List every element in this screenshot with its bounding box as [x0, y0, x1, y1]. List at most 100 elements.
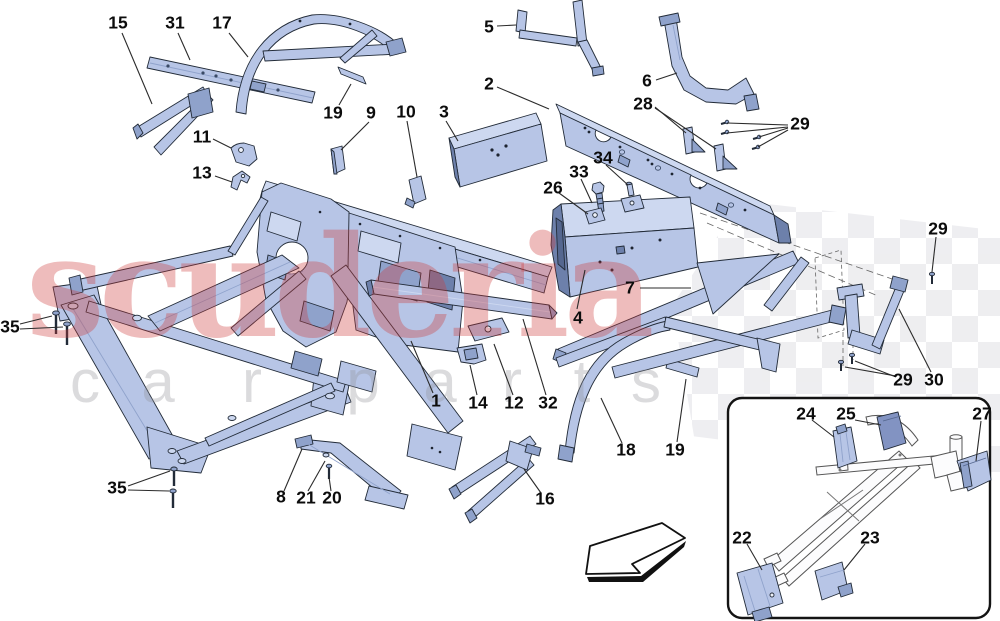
leader-line-19b — [676, 378, 687, 443]
leader-line-35a — [19, 315, 53, 325]
leader-line-29a — [726, 126, 789, 134]
part-8-crossmember — [294, 434, 409, 510]
leader-line-33 — [580, 178, 593, 204]
part-25-panel — [876, 411, 907, 451]
callout-label-31: 31 — [165, 12, 185, 33]
leader-line-29c — [844, 366, 897, 377]
callout-label-11: 11 — [192, 126, 212, 147]
watermark-scuderia: scuderia — [26, 206, 654, 370]
watermark-letter: s — [631, 348, 661, 415]
leader-line-31 — [177, 32, 191, 61]
callout-label-35a: 35 — [0, 316, 20, 337]
part-23-panel — [814, 561, 854, 601]
callout-label-4: 4 — [573, 307, 583, 328]
part-26-clip — [584, 207, 606, 225]
leader-line-34 — [605, 164, 629, 186]
callout-label-3: 3 — [439, 101, 449, 122]
part-4-box-beam — [550, 196, 699, 298]
watermark-letter: t — [573, 348, 591, 415]
callout-label-22: 22 — [732, 527, 752, 548]
leader-line-1 — [410, 340, 434, 394]
callout-label-18: 18 — [616, 439, 636, 460]
part-32-side-beam — [365, 279, 558, 320]
leader-line-18 — [600, 397, 623, 444]
leader-line-29a — [726, 122, 789, 126]
leader-line-9 — [340, 121, 370, 151]
leader-line-29c — [854, 360, 897, 378]
part-34-stud-bracket — [620, 181, 645, 213]
part-28-brackets — [682, 126, 738, 172]
part-10-wedge — [404, 175, 427, 209]
leader-line-8 — [283, 448, 303, 492]
callout-label-15: 15 — [108, 12, 128, 33]
part-16-rails — [448, 435, 542, 524]
leader-line-28 — [654, 107, 717, 150]
part-13-bracket — [230, 170, 251, 191]
part-15-blades — [132, 86, 214, 156]
leader-line-24 — [811, 419, 835, 438]
callout-label-17: 17 — [212, 12, 232, 33]
part-14-bracket — [456, 343, 487, 365]
leader-line-17 — [228, 32, 249, 58]
leader-line-26 — [558, 192, 589, 215]
callout-label-25: 25 — [836, 403, 856, 424]
callout-label-14: 14 — [468, 392, 488, 413]
callout-label-8: 8 — [276, 486, 286, 507]
watermark-letter: c — [70, 348, 100, 415]
leader-line-35b — [127, 470, 171, 487]
leader-line-27 — [975, 420, 982, 462]
callout-label-1: 1 — [431, 390, 441, 411]
callout-label-16: 16 — [535, 488, 555, 509]
part-7-subframe — [552, 250, 847, 379]
part-1-main-chassis — [52, 180, 553, 474]
inset-border — [726, 396, 992, 620]
watermark-letter: a — [423, 348, 457, 415]
leader-line-20 — [328, 476, 332, 492]
callout-label-10: 10 — [396, 101, 416, 122]
callout-label-27: 27 — [972, 403, 992, 424]
leader-line-35a — [19, 326, 64, 330]
callout-label-19a: 19 — [323, 102, 343, 123]
callout-label-5: 5 — [484, 16, 494, 37]
leader-line-13 — [214, 175, 233, 183]
callout-label-29b: 29 — [928, 218, 948, 239]
callout-label-32: 32 — [538, 392, 558, 413]
callout-label-35b: 35 — [107, 477, 127, 498]
callout-label-6: 6 — [642, 70, 652, 91]
leader-line-19a — [338, 83, 352, 106]
part-6-bracket — [658, 12, 760, 112]
leader-line-14 — [469, 364, 478, 396]
bolt-icons — [52, 119, 936, 508]
leader-line-29b — [931, 236, 937, 273]
callout-label-12: 12 — [504, 392, 524, 413]
callout-label-29c: 29 — [893, 369, 913, 390]
leader-line-11 — [212, 138, 232, 149]
leader-line-10 — [406, 120, 418, 178]
leader-line-5 — [496, 24, 517, 27]
callout-label-9: 9 — [366, 102, 376, 123]
leader-line-29a — [757, 129, 789, 148]
callout-label-29a: 29 — [790, 113, 810, 134]
callout-label-13: 13 — [192, 162, 212, 183]
leader-line-35b — [127, 489, 170, 492]
leader-line-3 — [445, 120, 459, 142]
watermark-letter: r — [502, 348, 522, 415]
callout-label-7: 7 — [625, 277, 635, 298]
part-11-bracket — [230, 142, 258, 167]
inset-tube-frame — [763, 414, 973, 588]
part-33-sensor — [591, 181, 605, 213]
callout-label-19b: 19 — [665, 439, 685, 460]
part-24-panel — [832, 423, 858, 469]
part-30-bracket — [836, 275, 909, 355]
leader-line-15 — [121, 32, 153, 105]
part-17-arch-frame — [235, 14, 407, 115]
leader-line-2 — [496, 86, 550, 110]
part-9-wedge — [330, 145, 346, 175]
leader-line-30 — [898, 308, 932, 373]
leader-line-29a — [758, 127, 789, 138]
part-2-rear-beam — [555, 103, 792, 244]
watermark-letter: p — [346, 348, 380, 415]
